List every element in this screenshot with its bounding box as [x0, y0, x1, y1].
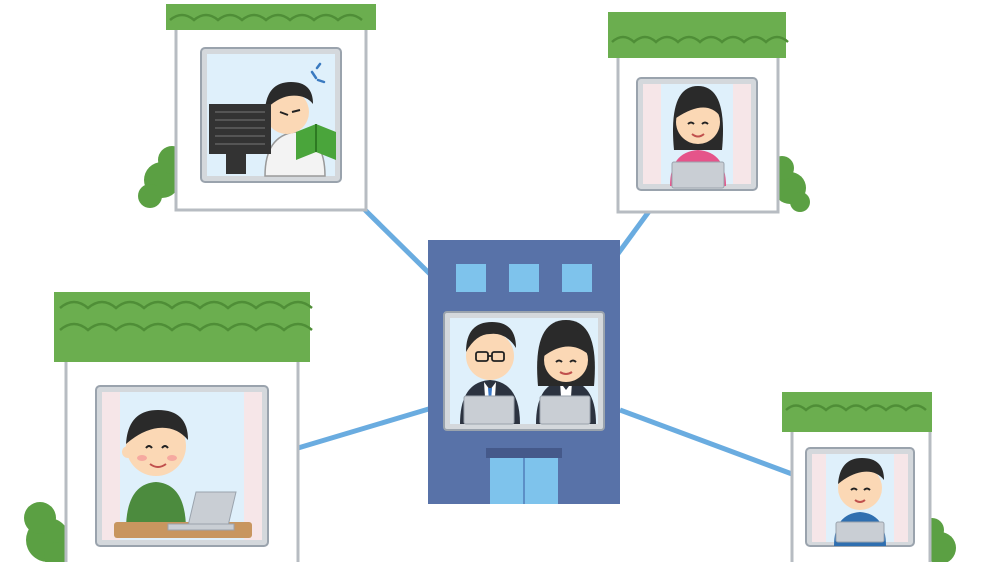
- office-window-small: [509, 264, 539, 292]
- connector-line-bottom-left: [297, 405, 433, 451]
- person-studying-icon: [264, 62, 336, 177]
- person-man-laptop-icon: [122, 410, 188, 530]
- connector-line-top-right: [614, 208, 653, 257]
- office-window-small: [456, 264, 486, 292]
- laptop-icon: [835, 521, 885, 543]
- house-top-right: [608, 12, 810, 214]
- laptop-icon: [167, 491, 237, 531]
- connector-line-top-left: [358, 203, 434, 278]
- house-bottom-right: [782, 392, 956, 562]
- laptop-icon: [671, 161, 725, 189]
- connector-line-bottom-right: [619, 407, 793, 477]
- office-building-icon: [428, 240, 620, 504]
- connector-lines: [297, 203, 793, 477]
- office-entrance-canopy: [486, 448, 562, 458]
- laptop-icon: [463, 395, 515, 425]
- house-top-left: [138, 4, 376, 212]
- book-icon: [296, 124, 336, 160]
- laptop-icon: [539, 395, 591, 425]
- desktop-monitor-icon: [209, 104, 271, 174]
- house-bottom-left: [24, 292, 313, 562]
- office-window-small: [562, 264, 592, 292]
